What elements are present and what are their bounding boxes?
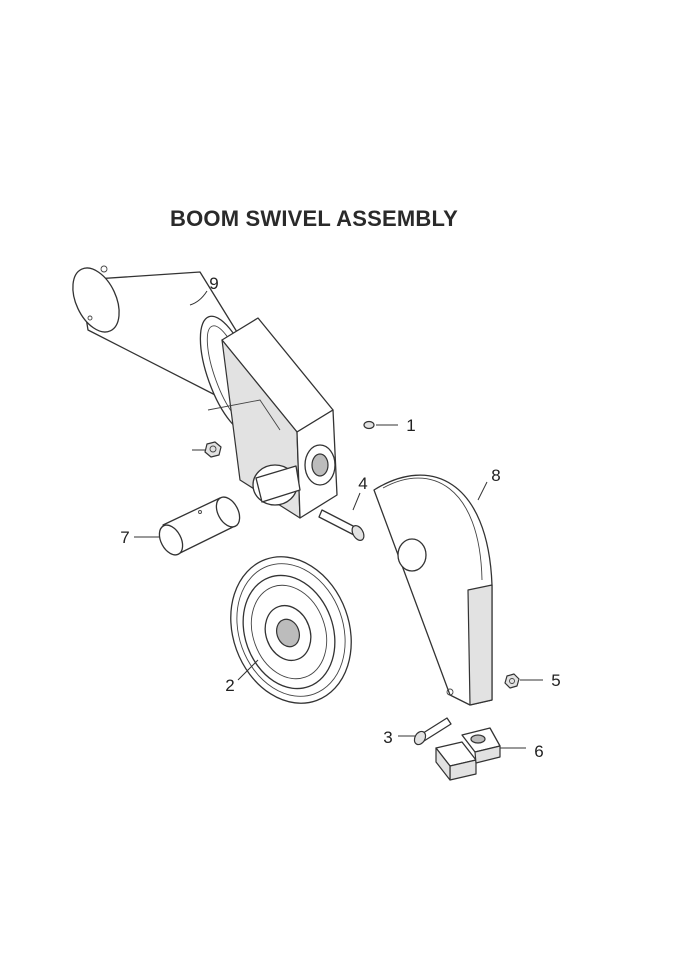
callout-2: 2 [225, 676, 234, 695]
clamp-part [435, 727, 501, 781]
callout-1: 1 [406, 416, 415, 435]
callout-4: 4 [358, 474, 367, 493]
bolt-part-3 [413, 717, 452, 746]
nut-part-5 [504, 673, 520, 689]
callout-5: 5 [551, 671, 560, 690]
sheave-guard-part [373, 474, 493, 706]
callout-8: 8 [491, 466, 500, 485]
set-screw-part [363, 420, 375, 430]
nut-loose [192, 441, 222, 458]
leader-lines [134, 290, 543, 749]
boom-swivel-part [72, 265, 338, 519]
callout-7: 7 [120, 528, 129, 547]
callout-9: 9 [209, 274, 218, 293]
sheave-part [230, 556, 352, 704]
callout-3: 3 [383, 728, 392, 747]
diagram-title: BOOM SWIVEL ASSEMBLY [169, 206, 458, 231]
pin-part [158, 496, 241, 556]
bolt-part-4 [318, 509, 365, 541]
callout-6: 6 [534, 742, 543, 761]
